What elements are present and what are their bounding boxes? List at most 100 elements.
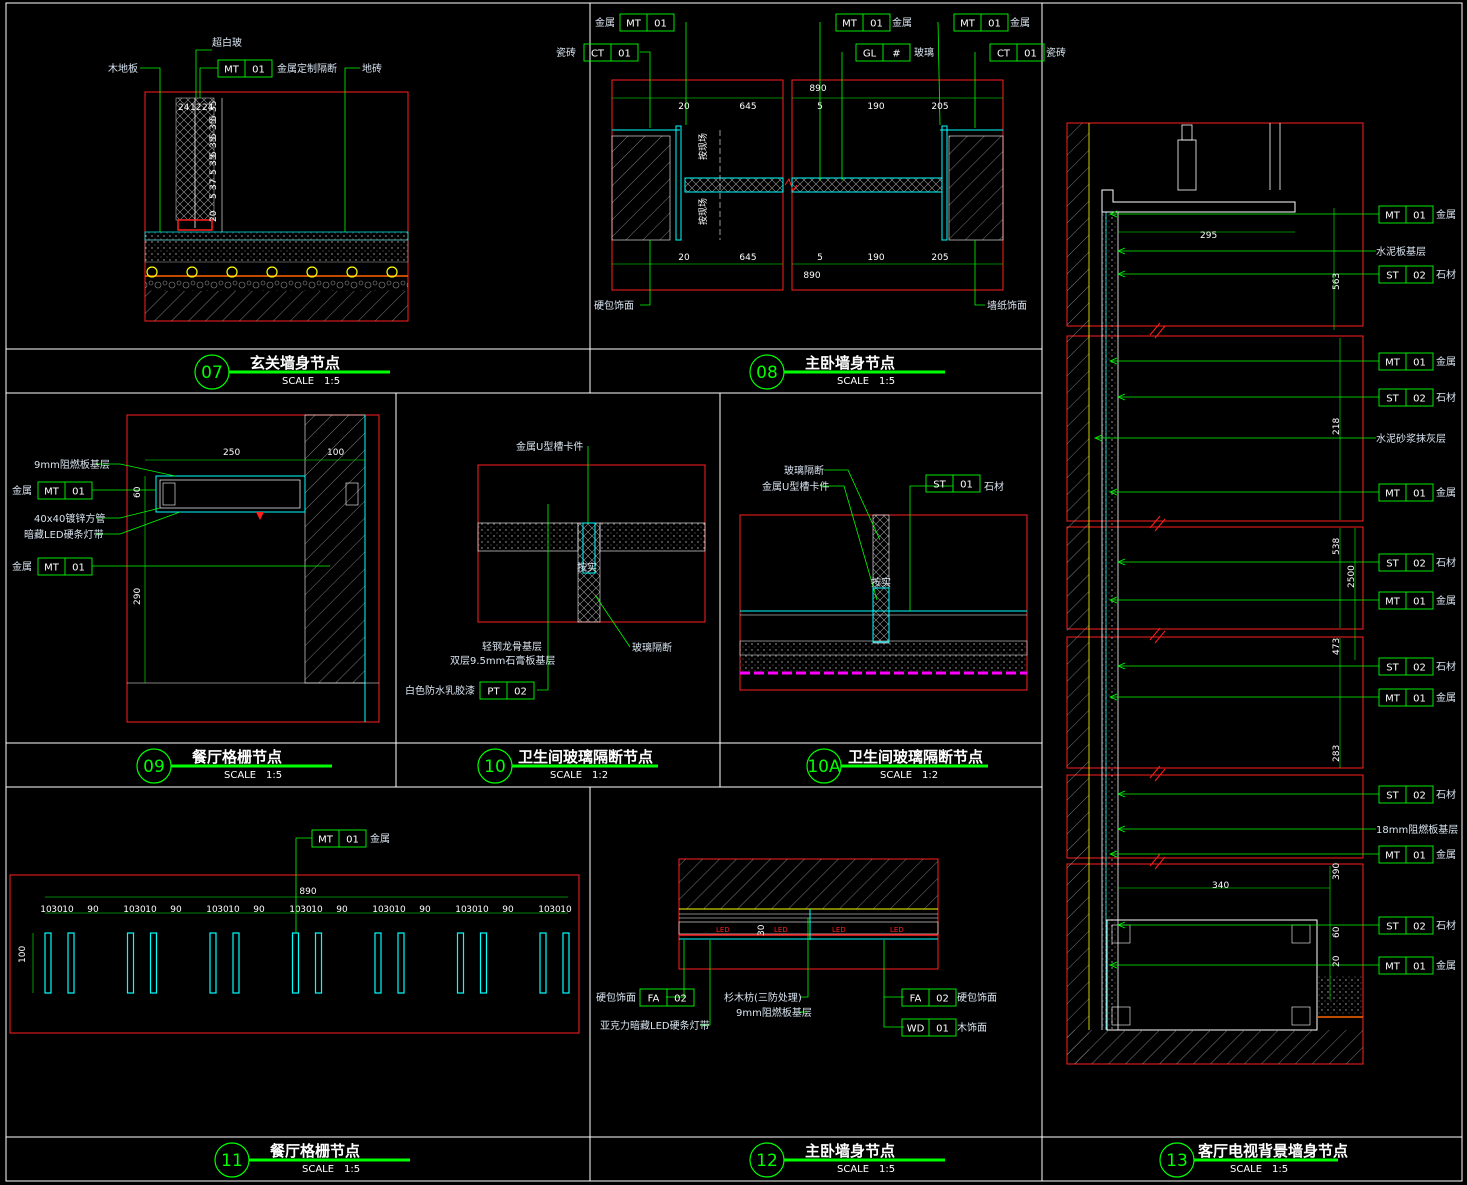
p13-dim-295: 295 [1200, 231, 1217, 241]
detail-number: 10 [484, 757, 506, 777]
p09-label-metal-2: 金属 [12, 560, 32, 573]
p11-dim-gap: 90 [87, 905, 99, 915]
detail-number: 09 [143, 757, 165, 777]
tag-number: 01 [1413, 489, 1426, 500]
tag-number: 01 [1413, 962, 1426, 973]
tag-code: MT [1385, 489, 1401, 500]
p11-dim-bar: 10 [228, 905, 240, 915]
scale-note: SCALE 1:5 [837, 376, 895, 387]
tag-number: 01 [1413, 597, 1426, 608]
p12-dim-30: 30 [757, 924, 767, 936]
panel-10-drawing: 金属U型槽卡件 轻钢龙骨基层 双层9.5mm石膏板基层 白色防水乳胶漆 玻璃隔断… [405, 440, 706, 700]
scale-ratio: 1:5 [344, 1164, 360, 1175]
detail-title: 主卧墙身节点 [805, 1142, 895, 1160]
grille-bar [562, 932, 570, 994]
p08-dim-top: 645 [739, 102, 756, 112]
p13-material-name: 石材 [1436, 556, 1456, 569]
scale-prefix: SCALE [1230, 1164, 1262, 1175]
grille-bar [374, 932, 382, 994]
grille-bar [539, 932, 547, 994]
tag-number: 01 [1413, 211, 1426, 222]
p10-label-clip: 金属U型槽卡件 [516, 440, 583, 453]
tag-code: MT [44, 563, 60, 574]
tag-code: MT [1385, 694, 1401, 705]
p12-led-2: LED [774, 926, 788, 934]
scale-ratio: 1:2 [922, 770, 938, 781]
p11-dim-bar: 30 [217, 905, 229, 915]
scale-ratio: 1:2 [592, 770, 608, 781]
grille-bar [314, 932, 323, 994]
tag-number: 01 [960, 480, 973, 491]
p13-material-name: 金属 [1436, 355, 1456, 368]
tag-number: 01 [936, 1024, 949, 1035]
p08-label-wall: 墙纸饰面 [987, 299, 1027, 312]
p13-material-name: 石材 [1436, 788, 1456, 801]
p10-label-paint: 白色防水乳胶漆 [405, 684, 475, 697]
p09-dim-250: 250 [223, 448, 240, 458]
p11-dim-gap: 90 [336, 905, 348, 915]
tag-number: 02 [1413, 663, 1426, 674]
tag-number: 01 [346, 835, 359, 846]
p07-label-partition: 金属定制隔断 [277, 62, 337, 75]
p13-dim-283: 283 [1332, 745, 1342, 762]
p08-label-tile-left: 瓷砖 [556, 46, 576, 59]
scale-prefix: SCALE [550, 770, 582, 781]
p08-label-hard: 硬包饰面 [594, 299, 634, 312]
scale-prefix: SCALE [282, 376, 314, 387]
tag-p13: MT 01 [1378, 483, 1434, 502]
tag-code: ST [1386, 922, 1399, 933]
grille-bar [67, 932, 75, 994]
tag-code: CT [997, 49, 1011, 60]
tag-number: 01 [1413, 694, 1426, 705]
tag-number: 02 [1413, 922, 1426, 933]
tag-code: MT [318, 835, 334, 846]
p11-dim-height: 100 [18, 946, 28, 963]
p07-dim: 35 [209, 155, 219, 166]
p08-dim-bottom: 5 [817, 253, 823, 263]
p13-callout-row: 水泥砂浆抹灰层 [1093, 432, 1446, 445]
tag-p13: MT 01 [1378, 688, 1434, 707]
grille-bar [209, 932, 217, 994]
p13-material-name: 石材 [1436, 391, 1456, 404]
p10-label-actual: 按实 [577, 561, 597, 574]
p11-dim-bar: 30 [466, 905, 478, 915]
scale-prefix: SCALE [837, 1164, 869, 1175]
scale-ratio: 1:5 [324, 376, 340, 387]
scale-ratio: 1:5 [879, 376, 895, 387]
p07-dim: 35 [209, 137, 219, 148]
p08-dim-top: 890 [809, 84, 826, 94]
p12-label-hard-2: 硬包饰面 [957, 991, 997, 1004]
tag-number: 02 [674, 994, 687, 1005]
p13-dim-563: 563 [1332, 273, 1342, 290]
tag-code: ST [933, 480, 946, 491]
p12-label-hard-1: 硬包饰面 [596, 991, 636, 1004]
tag-number: 01 [72, 563, 85, 574]
tag-number: 02 [1413, 271, 1426, 282]
p13-callout-row: 水泥板基层 [1116, 245, 1426, 258]
tag-p08-3: GL# [855, 43, 911, 62]
p11-dim-bar: 10 [394, 905, 406, 915]
p11-dim-total: 890 [299, 887, 316, 897]
p13-material-name: 石材 [1436, 268, 1456, 281]
tag-code: ST [1386, 394, 1399, 405]
scale-prefix: SCALE [837, 376, 869, 387]
p11-dim-bar: 30 [300, 905, 312, 915]
